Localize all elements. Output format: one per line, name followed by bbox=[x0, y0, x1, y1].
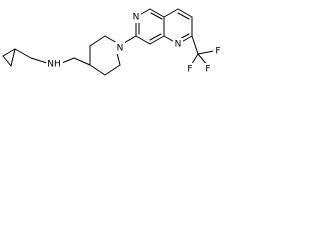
bond-cp-ch2 bbox=[14, 48, 32, 59]
atom-label-f-c: F bbox=[215, 47, 220, 57]
molecule-diagram: NH N N N F F F bbox=[2, 8, 223, 76]
atom-label-f-b: F bbox=[205, 65, 210, 75]
atom-label-nh: NH bbox=[47, 60, 61, 70]
bond-ring-b-1 bbox=[163, 8, 179, 18]
bond-ring-a-3 bbox=[149, 8, 165, 18]
bond-ring-b-2b bbox=[177, 12, 190, 20]
bond-layer bbox=[2, 8, 215, 76]
bond-ch2-pip bbox=[73, 57, 91, 66]
bond-cyclopropyl-2 bbox=[2, 55, 12, 67]
bond-ring-a-5b bbox=[149, 33, 162, 41]
bond-ring-cf3 bbox=[191, 35, 199, 55]
bond-pip-3 bbox=[104, 35, 118, 44]
bond-cyclopropyl-3 bbox=[10, 48, 16, 67]
bond-pip-2 bbox=[89, 35, 106, 47]
bond-n-aryl bbox=[123, 35, 137, 44]
bond-ring-a-5 bbox=[149, 35, 165, 45]
bond-ring-a-3b bbox=[150, 12, 163, 20]
atom-label-naphthyridine-n-right: N bbox=[175, 40, 182, 50]
atom-label-piperidine-n: N bbox=[117, 44, 124, 54]
atom-label-naphthyridine-n-top: N bbox=[133, 13, 140, 23]
atom-label-f-a: F bbox=[187, 65, 192, 75]
bond-nh-ch2 bbox=[61, 57, 75, 64]
bond-pip-5 bbox=[104, 64, 121, 76]
bond-pip-6 bbox=[89, 64, 106, 76]
atom-label-layer: NH N N N F F F bbox=[46, 11, 223, 75]
bond-pip-4 bbox=[116, 52, 121, 66]
bond-cyclopropyl-1 bbox=[2, 48, 16, 57]
bond-ring-a-6 bbox=[135, 35, 151, 45]
bond-ch2-nh bbox=[30, 57, 48, 64]
bond-cf3-f-c bbox=[197, 50, 215, 55]
bond-ring-b-2 bbox=[177, 8, 193, 18]
